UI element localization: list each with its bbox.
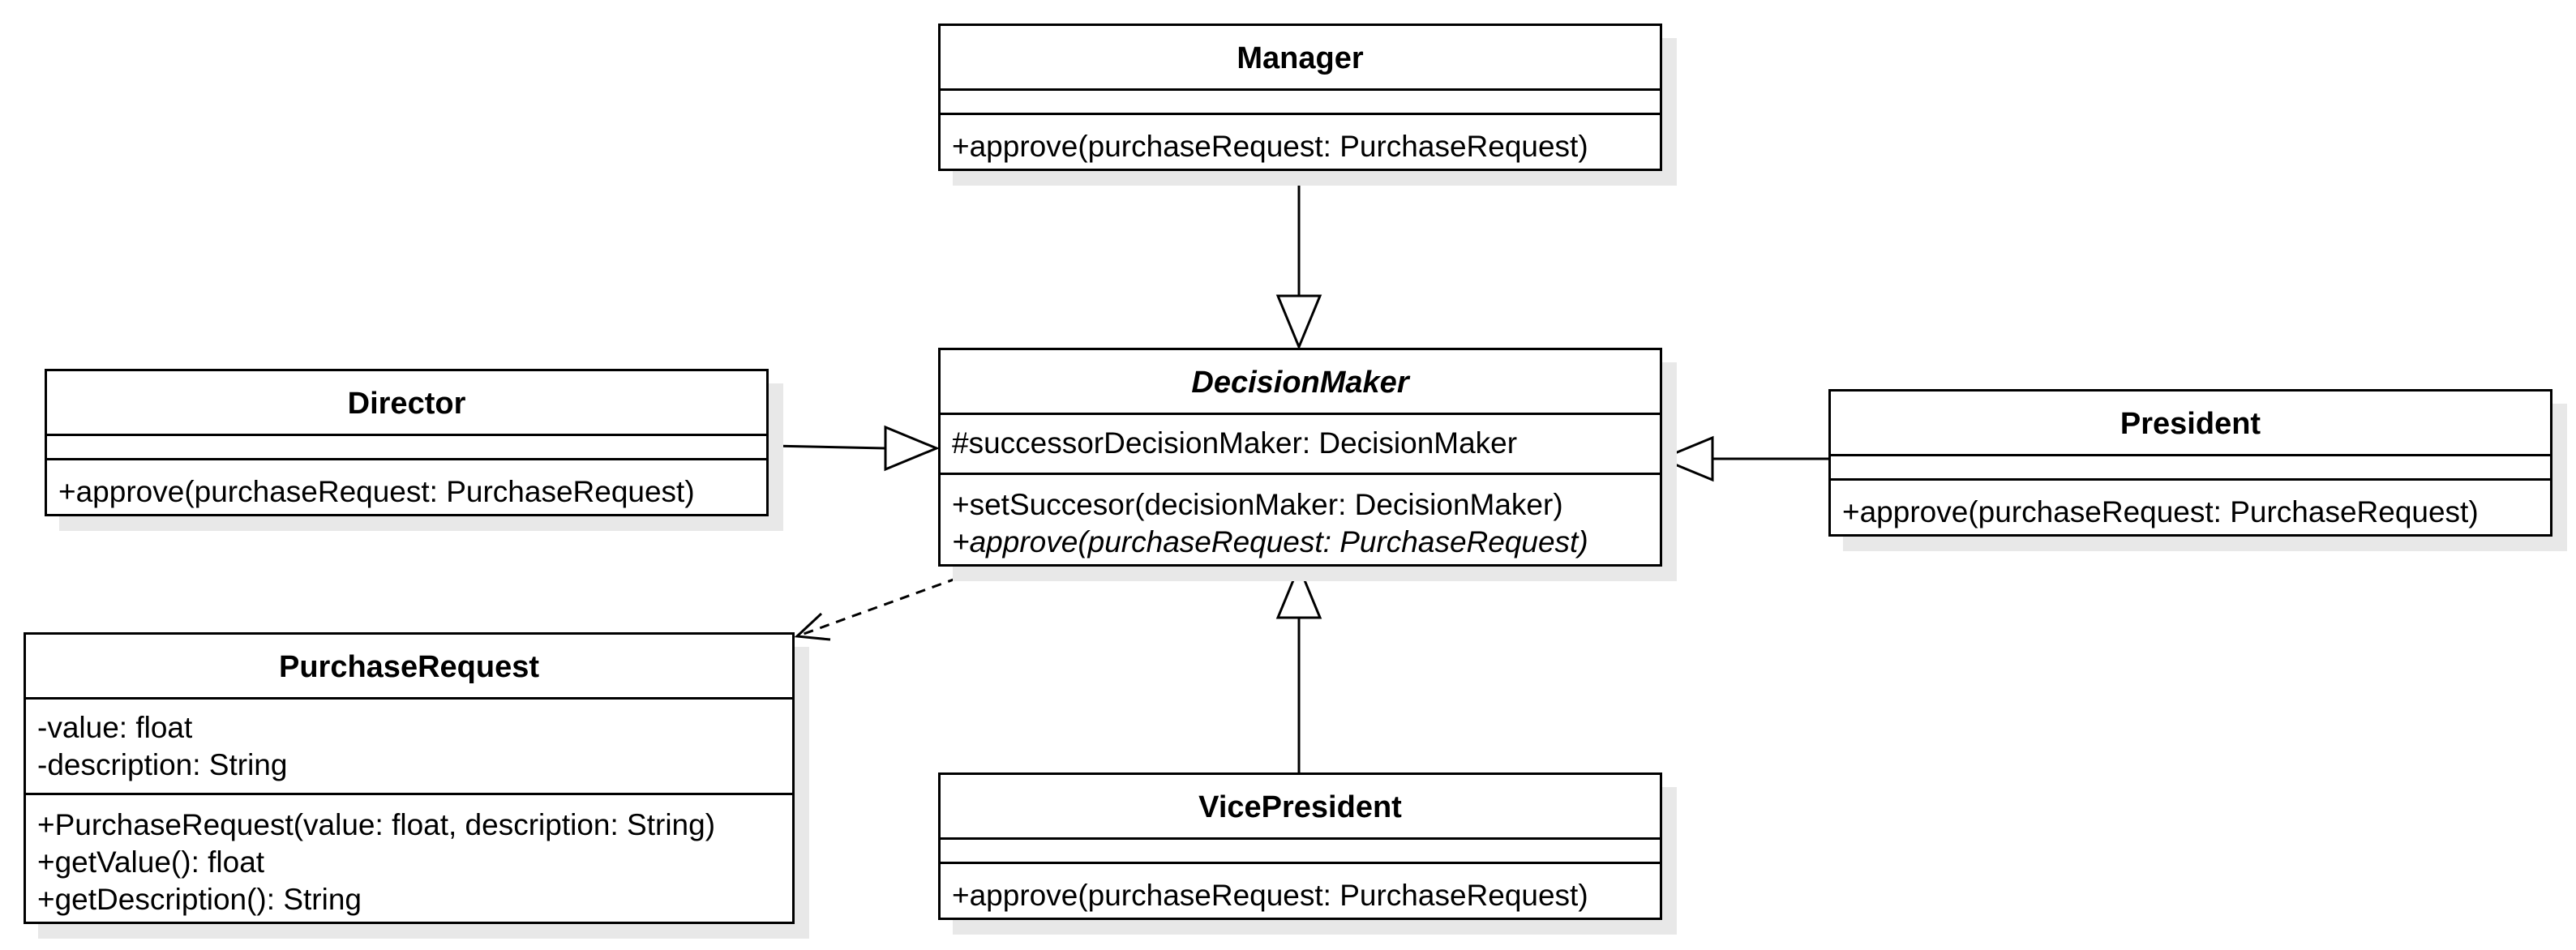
- class-name: Manager: [941, 26, 1660, 91]
- class-name: Director: [47, 371, 766, 436]
- class-manager[interactable]: Manager +approve(purchaseRequest: Purcha…: [938, 24, 1662, 171]
- class-president[interactable]: President +approve(purchaseRequest: Purc…: [1828, 389, 2552, 537]
- class-name: VicePresident: [941, 775, 1660, 840]
- operations-compartment: +setSuccesor(decisionMaker: DecisionMake…: [941, 475, 1660, 561]
- attributes-compartment: [941, 91, 1660, 115]
- class-vicepresident[interactable]: VicePresident +approve(purchaseRequest: …: [938, 772, 1662, 920]
- class-name: PurchaseRequest: [26, 635, 792, 700]
- operation: +approve(purchaseRequest: PurchaseReques…: [1842, 495, 2479, 528]
- class-decisionmaker[interactable]: DecisionMaker #successorDecisionMaker: D…: [938, 348, 1662, 567]
- operation: +PurchaseRequest(value: float, descripti…: [37, 808, 716, 841]
- dependency-line: [796, 565, 990, 638]
- operation: +approve(purchaseRequest: PurchaseReques…: [952, 130, 1588, 163]
- dependency-arrowhead: [794, 612, 831, 641]
- class-purchaserequest[interactable]: PurchaseRequest -value: float -descripti…: [24, 632, 795, 924]
- operation: +getValue(): float: [37, 845, 265, 879]
- attribute: -value: float: [37, 711, 193, 744]
- president-generalization-arrowhead: [1658, 435, 1714, 482]
- director-generalization-line: [770, 444, 886, 450]
- operation: +getDescription(): String: [37, 883, 362, 916]
- attribute: -description: String: [37, 748, 288, 781]
- operation: +setSuccesor(decisionMaker: DecisionMake…: [952, 488, 1563, 521]
- attribute: #successorDecisionMaker: DecisionMaker: [952, 426, 1518, 460]
- operations-compartment: +approve(purchaseRequest: PurchaseReques…: [941, 864, 1660, 914]
- operation: +approve(purchaseRequest: PurchaseReques…: [952, 879, 1588, 912]
- class-director[interactable]: Director +approve(purchaseRequest: Purch…: [45, 369, 769, 516]
- attributes-compartment: -value: float -description: String: [26, 700, 792, 795]
- attributes-compartment: [1831, 456, 2550, 481]
- vicepresident-generalization-arrowhead: [1275, 563, 1322, 619]
- operation: +approve(purchaseRequest: PurchaseReques…: [58, 475, 695, 508]
- abstract-operation: +approve(purchaseRequest: PurchaseReques…: [952, 525, 1588, 558]
- operations-compartment: +approve(purchaseRequest: PurchaseReques…: [47, 460, 766, 511]
- operations-compartment: +approve(purchaseRequest: PurchaseReques…: [1831, 481, 2550, 531]
- director-generalization-arrowhead: [884, 425, 940, 472]
- operations-compartment: +PurchaseRequest(value: float, descripti…: [26, 795, 792, 918]
- class-name: President: [1831, 392, 2550, 456]
- operations-compartment: +approve(purchaseRequest: PurchaseReques…: [941, 115, 1660, 165]
- attributes-compartment: [47, 436, 766, 460]
- attributes-compartment: #successorDecisionMaker: DecisionMaker: [941, 415, 1660, 475]
- attributes-compartment: [941, 840, 1660, 864]
- class-name: DecisionMaker: [941, 350, 1660, 415]
- manager-generalization-arrowhead: [1275, 294, 1322, 350]
